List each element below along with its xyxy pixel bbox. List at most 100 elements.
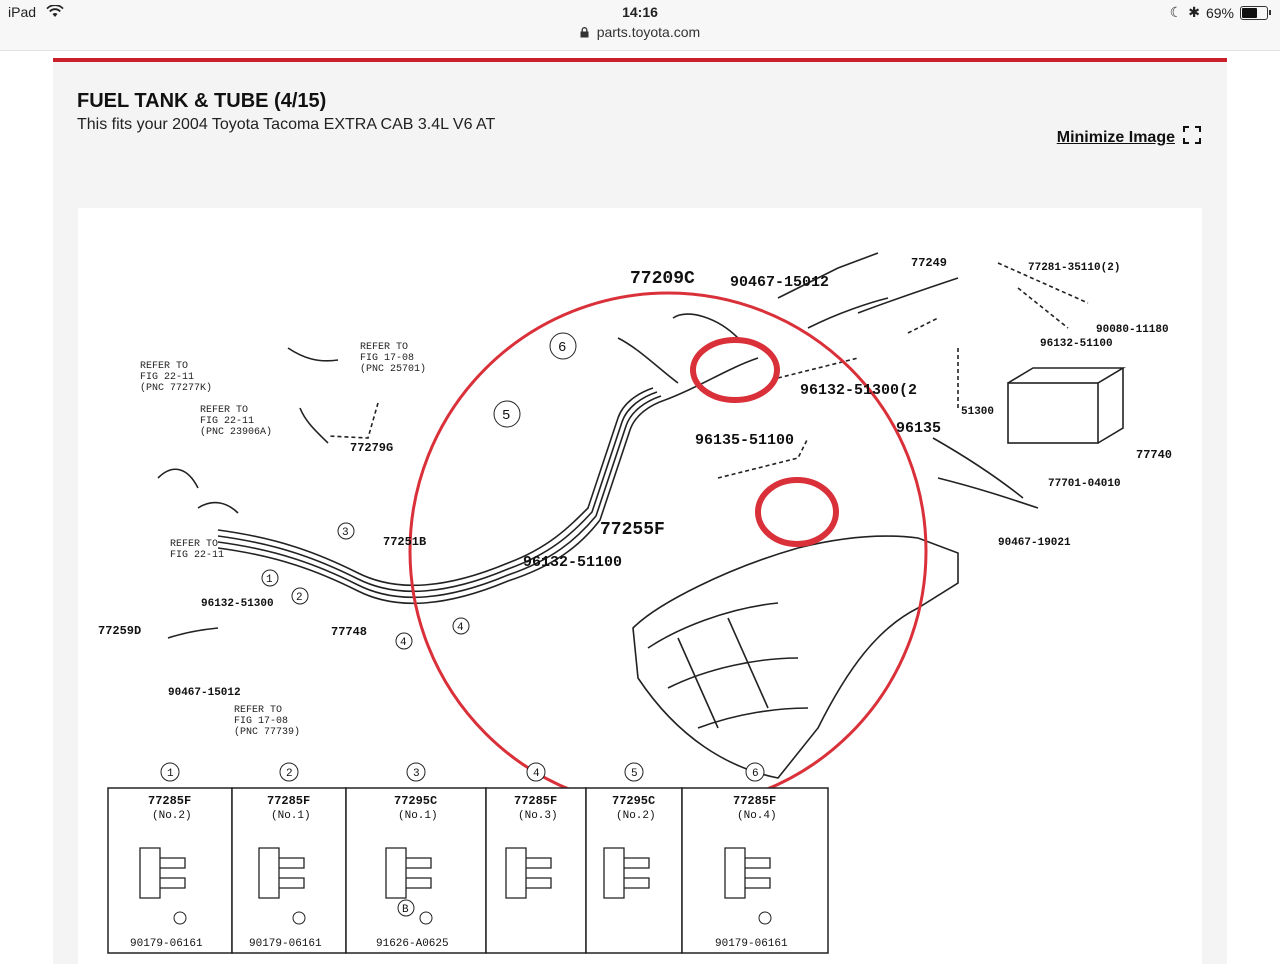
svg-text:1: 1: [266, 574, 273, 586]
callout-refer-1-fig: FIG 22-11: [140, 372, 194, 383]
parts-diagram[interactable]: REFER TO FIG 22-11 (PNC 77277K) REFER TO…: [78, 208, 1202, 964]
legend-part-number[interactable]: 77295C: [394, 794, 437, 808]
svg-text:4: 4: [457, 622, 464, 634]
callout-refer-1-pnc: (PNC 77277K): [140, 382, 212, 394]
callout-refer-5-fig: FIG 17-08: [234, 716, 288, 727]
part-77251B[interactable]: 77251B: [383, 535, 426, 549]
legend-number-marker: [745, 762, 765, 782]
callout-refer-4-fig: FIG 22-11: [170, 550, 224, 561]
page-title: FUEL TANK & TUBE (4/15): [77, 90, 327, 112]
wifi-icon: [40, 4, 64, 20]
callout-refer-5-pnc: (PNC 77739): [234, 726, 300, 738]
legend-part-sub: (No.1): [398, 810, 438, 822]
legend-number: 2: [286, 768, 293, 780]
legend-bolt-number[interactable]: 90179-06161: [130, 938, 203, 950]
vehicle-fitment: This fits your 2004 Toyota Tacoma EXTRA …: [77, 116, 496, 133]
part-96135[interactable]: 96135: [896, 420, 941, 437]
clamp-drawing: [139, 847, 186, 899]
svg-text:2: 2: [296, 592, 303, 604]
lock-icon: [580, 24, 597, 40]
legend-part-number[interactable]: 77285F: [733, 794, 776, 808]
legend-number-marker: [160, 762, 180, 782]
clamp-legend: 1 77285F (No.2) 90179-06161 2 77285F (No.1) 901…: [107, 762, 829, 954]
callout-refer-3-pnc: (PNC 25701): [360, 363, 426, 375]
legend-part-sub: (No.2): [616, 810, 656, 822]
legend-part-sub: (No.2): [152, 810, 192, 822]
battery-icon: [1240, 5, 1271, 20]
highlight-ring: [408, 291, 928, 811]
legend-cell: [485, 787, 587, 954]
part-90080-11180[interactable]: 90080-11180: [1096, 324, 1169, 336]
callout-refer-2-pnc: (PNC 23906A): [200, 426, 272, 438]
part-77259D[interactable]: 77259D: [98, 624, 141, 638]
legend-number: 3: [413, 768, 420, 780]
highlight-marks: [408, 291, 928, 811]
battery-fill: [1242, 7, 1258, 18]
diagram-svg: REFER TO FIG 22-11 (PNC 77277K) REFER TO…: [98, 252, 1172, 954]
part-96132-51300-right[interactable]: 96132-51300(2: [800, 382, 917, 399]
legend-bolt-number[interactable]: 90179-06161: [715, 938, 788, 950]
legend-number-marker: [624, 762, 644, 782]
callout-refer-4: REFER TO: [170, 539, 218, 550]
part-77255F[interactable]: 77255F: [600, 520, 665, 540]
legend-part-number[interactable]: 77285F: [267, 794, 310, 808]
legend-cell: [107, 787, 233, 954]
part-77748[interactable]: 77748: [331, 625, 367, 639]
legend-number: 1: [167, 768, 174, 780]
legend-b-marker: [397, 899, 415, 917]
legend-cell: [345, 787, 487, 954]
part-96132-51300-left[interactable]: 96132-51300: [201, 598, 274, 610]
highlight-filler-neck: [755, 477, 839, 547]
legend-number: 5: [631, 768, 638, 780]
address-bar[interactable]: parts.toyota.com: [0, 24, 1280, 40]
bolt-icon: [419, 911, 433, 925]
part-90467-19021[interactable]: 90467-19021: [998, 537, 1071, 549]
part-77701-04010[interactable]: 77701-04010: [1048, 478, 1121, 490]
status-left: iPad: [8, 4, 64, 20]
bolt-icon: [292, 911, 306, 925]
legend-part-sub: (No.3): [518, 810, 558, 822]
svg-text:3: 3: [342, 527, 349, 539]
legend-part-sub: (No.4): [737, 810, 777, 822]
part-96132-51100-right[interactable]: 96132-51100: [1040, 338, 1113, 350]
part-77740[interactable]: 77740: [1136, 448, 1172, 462]
legend-part-number[interactable]: 77295C: [612, 794, 655, 808]
clamp-drawing: [258, 847, 305, 899]
part-77249[interactable]: 77249: [911, 256, 947, 270]
callout-refer-1: REFER TO: [140, 361, 188, 372]
battery-percent: 69%: [1205, 4, 1234, 21]
clock: 14:16: [622, 4, 658, 20]
minimize-image-button[interactable]: Minimize Image: [1057, 126, 1201, 149]
part-90467-15012-left[interactable]: 90467-15012: [168, 687, 241, 699]
callout-refer-5: REFER TO: [234, 705, 282, 716]
legend-part-number[interactable]: 77285F: [514, 794, 557, 808]
status-bar: iPad 14:16 parts.toyota.com ☾ ✱ 69%: [0, 0, 1280, 51]
part-77281-35110[interactable]: 77281-35110(2): [1028, 262, 1120, 274]
legend-number: 6: [752, 768, 759, 780]
collapse-icon: [1183, 126, 1201, 149]
legend-cell: [681, 787, 829, 954]
clamp-drawing: [385, 847, 432, 899]
minimize-image-label: Minimize Image: [1056, 128, 1175, 146]
svg-text:6: 6: [558, 340, 566, 356]
highlight-hose-end: [690, 337, 780, 403]
clamp-drawing: [505, 847, 552, 899]
svg-text:4: 4: [400, 637, 407, 649]
legend-number: 4: [533, 768, 540, 780]
legend-cell: [231, 787, 347, 954]
legend-bolt-number[interactable]: 91626-A0625: [376, 938, 449, 950]
bolt-icon: [758, 911, 772, 925]
part-96135-51100[interactable]: 96135-51100: [695, 432, 794, 449]
callout-refer-3: REFER TO: [360, 342, 408, 353]
part-77209C[interactable]: 77209C: [630, 269, 695, 289]
legend-part-number[interactable]: 77285F: [148, 794, 191, 808]
part-96132-51100-center[interactable]: 96132-51100: [523, 554, 622, 571]
status-right: ☾ ✱ 69%: [1170, 4, 1271, 21]
legend-bolt-number[interactable]: 90179-06161: [249, 938, 322, 950]
part-51300[interactable]: 51300: [961, 406, 994, 418]
part-77279G[interactable]: 77279G: [350, 441, 393, 455]
clamp-drawing: [603, 847, 650, 899]
part-90467-15012-top[interactable]: 90467-15012: [730, 274, 829, 291]
url-text: parts.toyota.com: [596, 24, 701, 40]
svg-text:5: 5: [502, 408, 510, 424]
